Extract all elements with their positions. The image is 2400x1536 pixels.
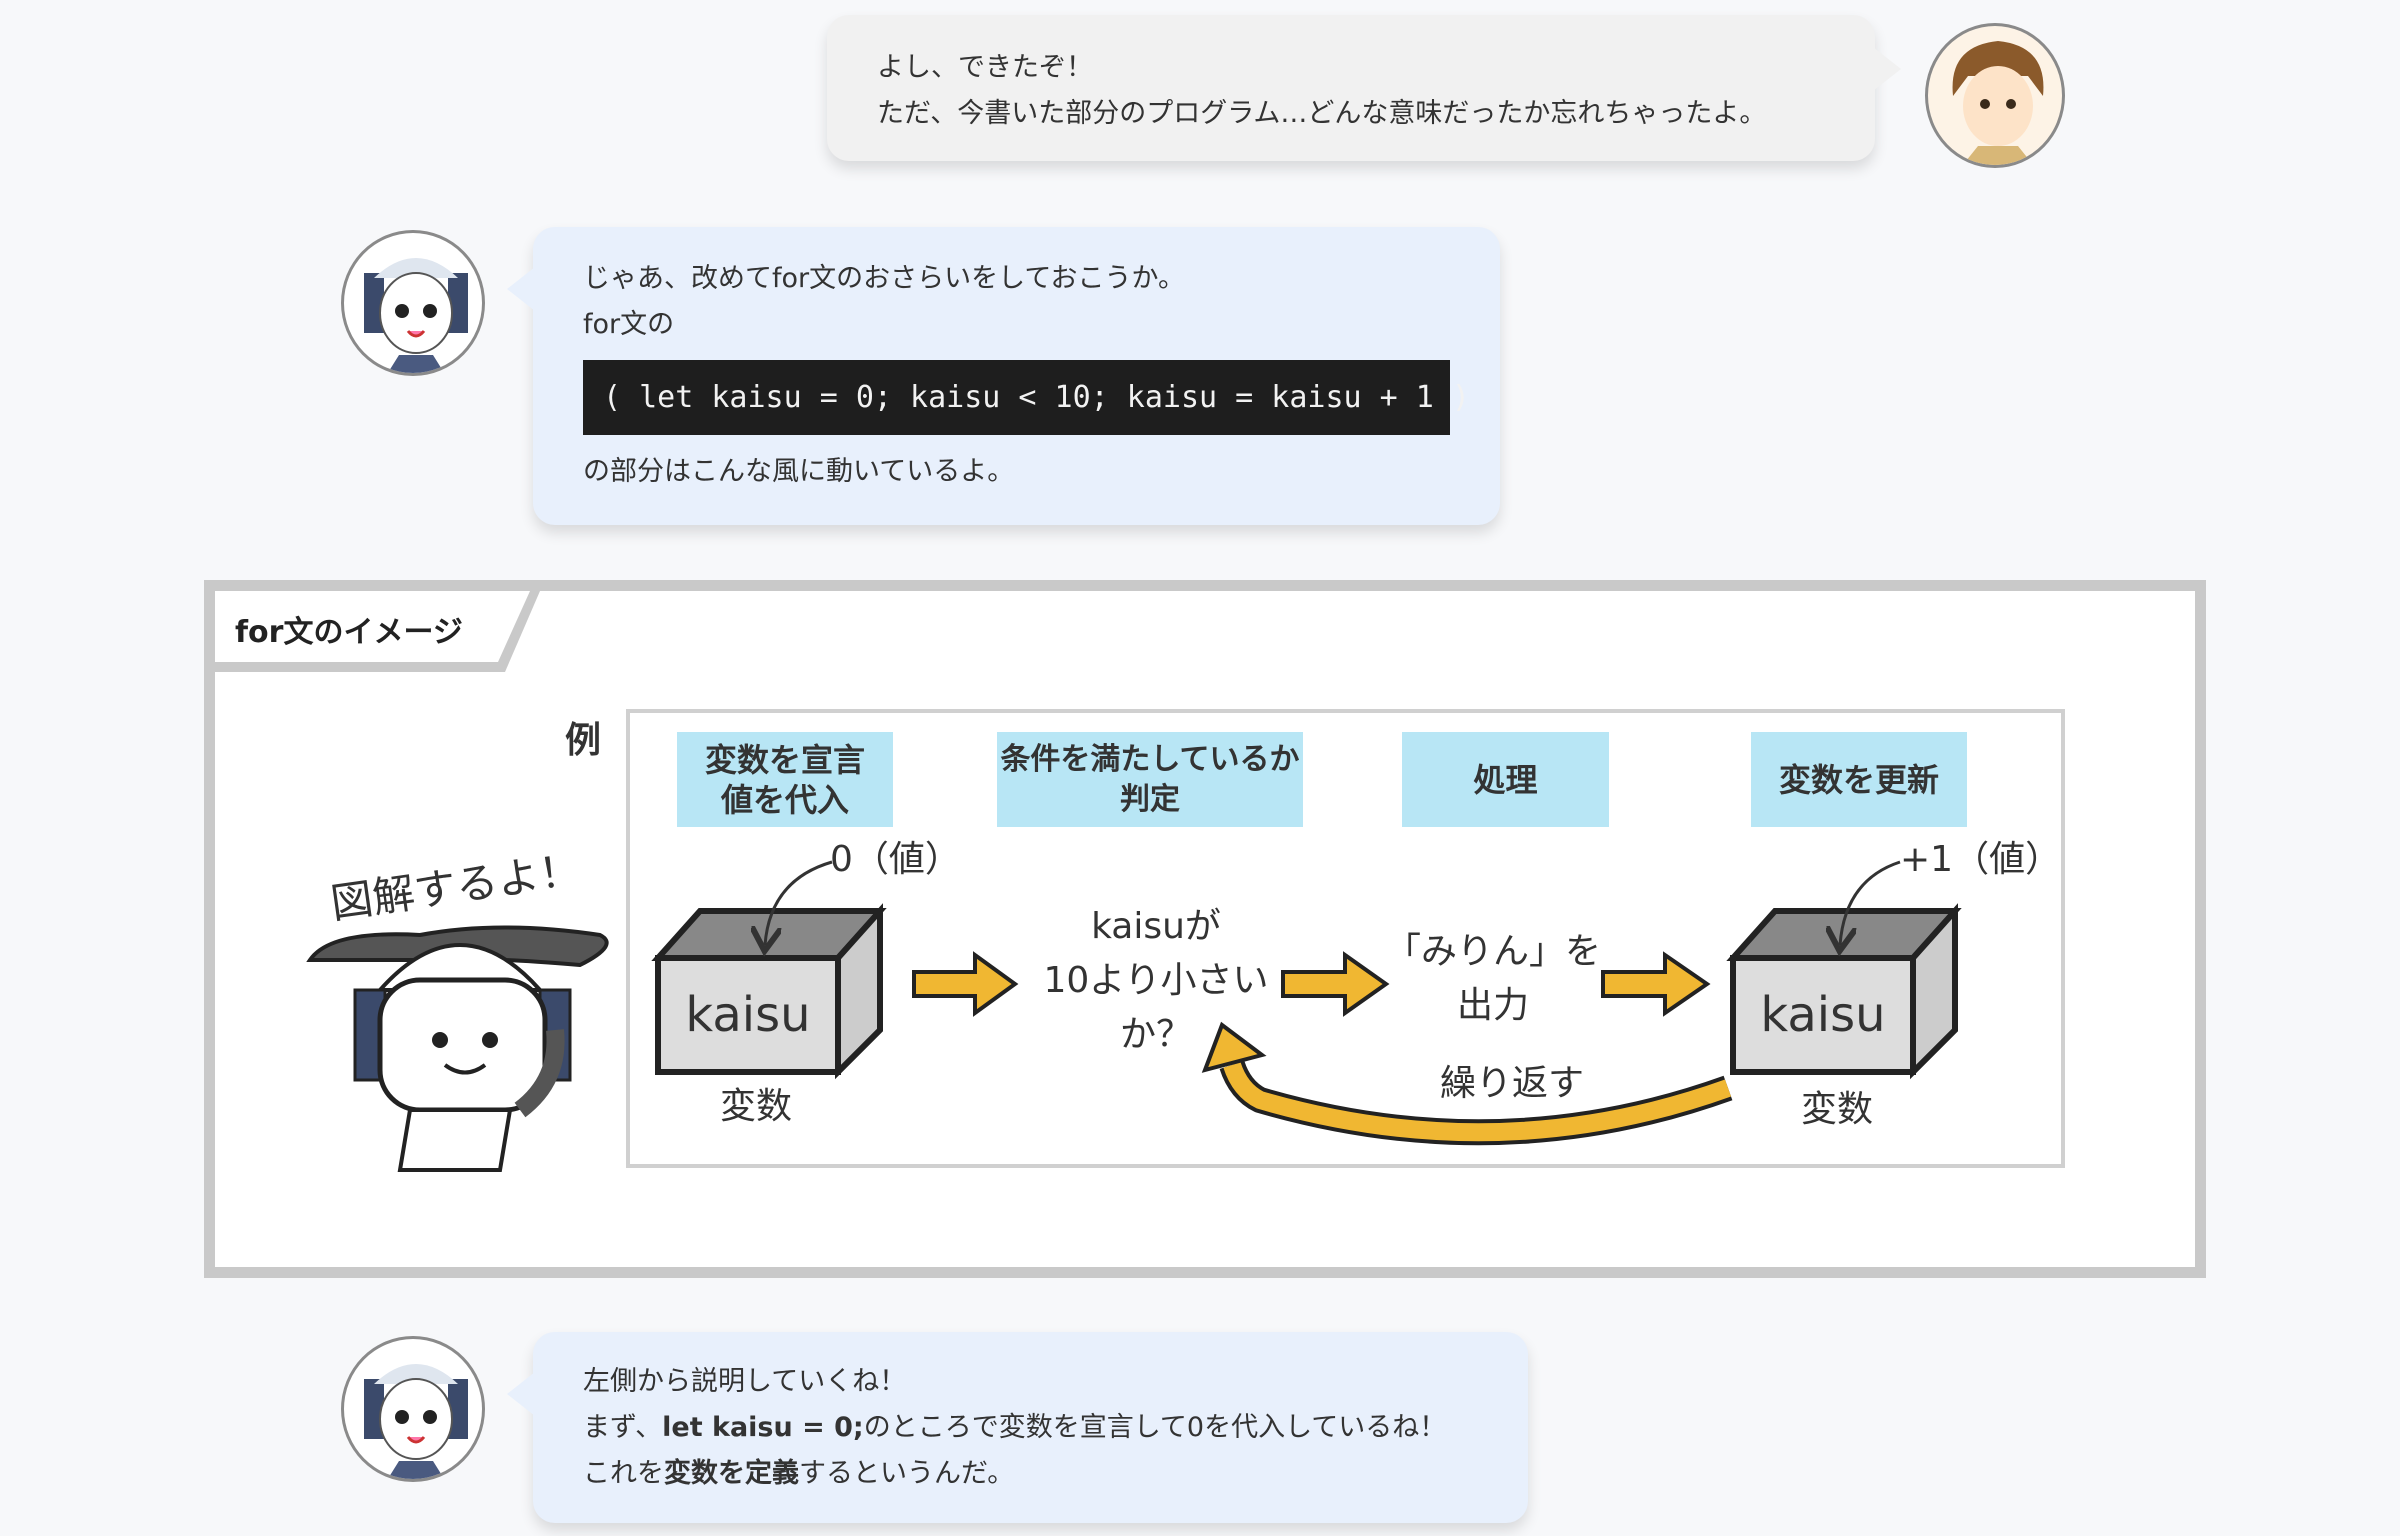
variable-box-icon	[1726, 860, 1962, 1080]
message-line: これを変数を定義するというんだ。	[583, 1451, 1478, 1497]
process-line: 「みりん」を	[1384, 931, 1601, 972]
condition-text: kaisuが 10より小さい か？	[1020, 900, 1292, 1062]
init-value: 0（値）	[830, 839, 961, 880]
variable-caption: 変数	[719, 1086, 792, 1127]
robot-mascot-illustration	[306, 925, 609, 1172]
text: のところで変数を宣言して0を代入しているね！	[863, 1412, 1447, 1443]
box-label: kaisu	[1760, 987, 1886, 1043]
inline-code: let kaisu = 0;	[662, 1412, 864, 1443]
code-block: ( let kaisu = 0; kaisu < 10; kaisu = kai…	[583, 360, 1470, 435]
repeat-label: 繰り返す	[1439, 1063, 1584, 1104]
message-line: の部分はこんな風に動いているよ。	[583, 456, 1015, 487]
message-line: ただ、今書いた部分のプログラム…どんな意味だったか忘れちゃったよ。	[877, 98, 1767, 129]
emphasis: 変数を定義	[664, 1458, 799, 1489]
process-text: 「みりん」を 出力	[1383, 925, 1603, 1033]
example-label: 例	[565, 720, 602, 761]
message-line: じゃあ、改めてfor文のおさらいをしておこうか。	[583, 263, 1185, 294]
message-bubble-boy: よし、できたぞ！ ただ、今書いた部分のプログラム…どんな意味だったか忘れちゃった…	[827, 15, 1901, 161]
message-line: まず、let kaisu = 0;のところで変数を宣言して0を代入しているね！	[583, 1405, 1478, 1451]
condition-line: か？	[1119, 1014, 1192, 1055]
arrow-right-icon	[1281, 951, 1390, 1017]
process-line: 出力	[1456, 985, 1529, 1026]
robot-avatar	[341, 230, 485, 376]
boy-avatar	[1925, 23, 2065, 168]
step-label-declare: 変数を宣言 値を代入	[677, 732, 893, 827]
step-label-update: 変数を更新	[1751, 732, 1967, 827]
variable-box-icon	[651, 860, 887, 1080]
condition-line: 10より小さい	[1043, 960, 1269, 1001]
message-line: for文の	[583, 309, 675, 340]
variable-caption: 変数	[1800, 1089, 1873, 1130]
message-bubble-robot: 左側から説明していくね！ まず、let kaisu = 0;のところで変数を宣言…	[507, 1332, 1528, 1523]
bubble-tail	[507, 267, 535, 311]
bubble-tail	[507, 1372, 535, 1416]
text: するというんだ。	[799, 1458, 1015, 1489]
bubble-tail	[1873, 47, 1901, 91]
diagram-area	[626, 709, 2065, 1168]
figure-title: for文のイメージ	[235, 615, 463, 650]
step-label-condition: 条件を満たしているか 判定	[997, 732, 1303, 827]
step-label-process: 処理	[1402, 732, 1609, 827]
box-label: kaisu	[685, 987, 811, 1043]
message-line: よし、できたぞ！	[877, 52, 1093, 83]
condition-line: kaisuが	[1091, 906, 1221, 947]
repeat-arrow-icon	[1201, 1021, 1733, 1146]
text: これを	[583, 1458, 664, 1489]
robot-avatar	[341, 1336, 485, 1482]
message-line: 左側から説明していくね！	[583, 1366, 907, 1397]
arrow-right-icon	[1601, 951, 1711, 1017]
arrow-right-icon	[912, 951, 1019, 1017]
update-value: +1（値）	[1900, 839, 2062, 880]
text: まず、	[583, 1412, 663, 1443]
message-bubble-robot: じゃあ、改めてfor文のおさらいをしておこうか。 for文の ( let kai…	[507, 227, 1500, 525]
